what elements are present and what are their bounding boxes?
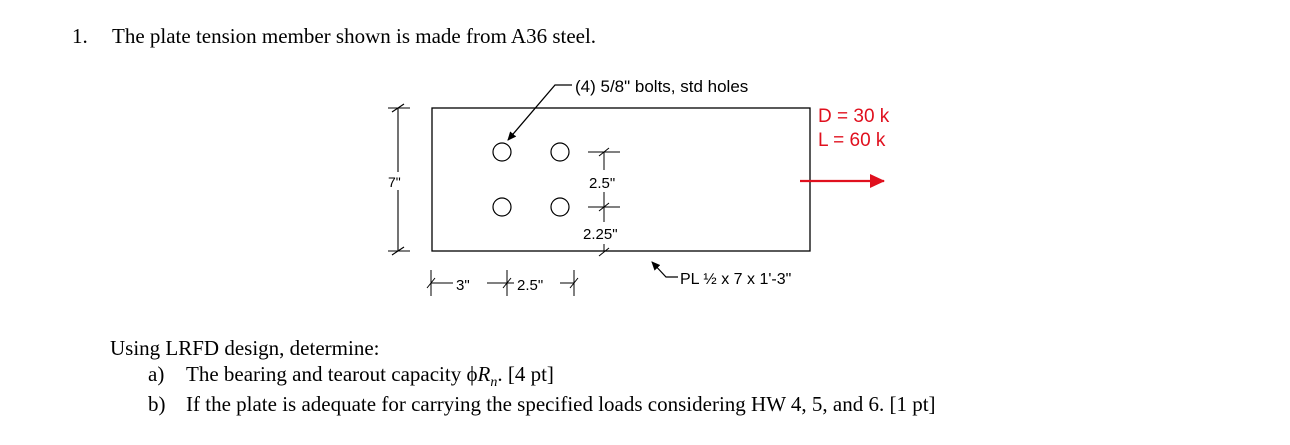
height-dim-label: 7"	[388, 174, 401, 190]
problem-number: 1.	[72, 24, 88, 48]
vertical-dim-slash	[598, 247, 610, 257]
plate-callout-label: PL ½ x 7 x 1'-3"	[680, 271, 791, 288]
vertical-spacing-1-label: 2.5"	[589, 175, 615, 192]
bolt-hole	[550, 197, 570, 217]
horizontal-spacing-1-label: 3"	[456, 277, 470, 294]
plate-outline	[431, 107, 811, 252]
bolt-hole	[492, 142, 512, 162]
phi-symbol: ϕ	[466, 362, 478, 386]
height-dim-slash	[391, 103, 405, 113]
horizontal-dim-slash	[426, 277, 436, 289]
resistance-subscript: n	[490, 375, 498, 391]
vertical-dim-slash	[598, 202, 610, 212]
plate-callout-leader	[651, 261, 678, 278]
question-b: b) If the plate is adequate for carrying …	[148, 392, 936, 417]
dead-load-label: D = 30 k	[818, 106, 890, 127]
horizontal-dim-slash	[502, 277, 512, 289]
question-a-points: . [4 pt]	[497, 362, 554, 386]
question-b-letter: b)	[148, 392, 166, 416]
horizontal-spacing-2-label: 2.5"	[517, 277, 543, 294]
question-a: a) The bearing and tearout capacity ϕRn. …	[148, 362, 554, 391]
question-b-text: If the plate is adequate for carrying th…	[186, 392, 936, 416]
resistance-symbol: R	[477, 362, 491, 386]
bolt-hole	[550, 142, 570, 162]
problem-statement: 1. The plate tension member shown is made…	[72, 24, 596, 49]
bolt-callout-label: (4) 5/8" bolts, std holes	[575, 77, 748, 96]
question-intro: Using LRFD design, determine:	[110, 336, 380, 360]
question-a-text: The bearing and tearout capacity	[186, 362, 467, 386]
bolt-callout-leader	[507, 84, 572, 141]
height-dim-slash	[391, 246, 405, 256]
vertical-dim-slash	[598, 147, 610, 157]
horizontal-dim-slash	[569, 277, 579, 289]
live-load-label: L = 60 k	[818, 130, 886, 151]
bolt-hole	[492, 197, 512, 217]
vertical-spacing-2-label: 2.25"	[583, 226, 618, 243]
problem-text: The plate tension member shown is made f…	[112, 24, 597, 48]
question-a-letter: a)	[148, 362, 165, 386]
